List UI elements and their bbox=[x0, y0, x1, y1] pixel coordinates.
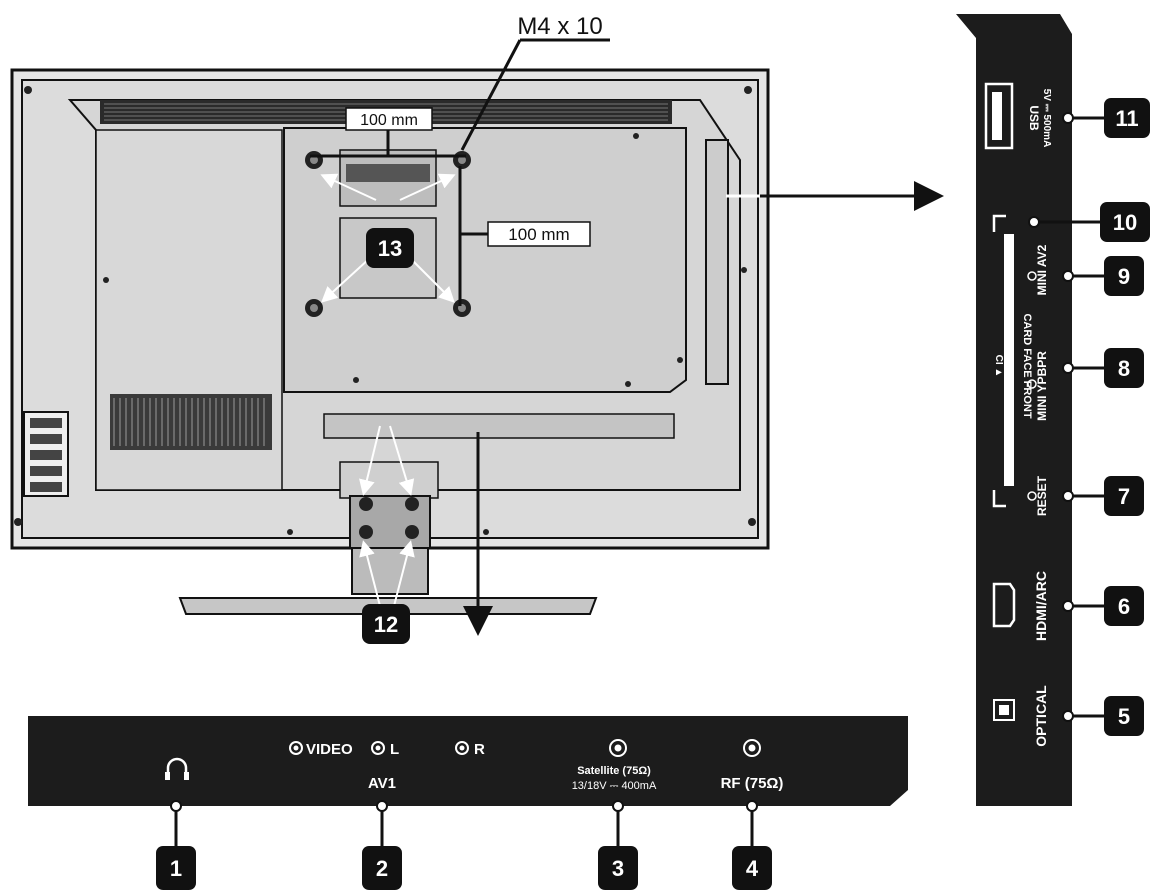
vesa-vertical-dimension: 100 mm bbox=[458, 166, 591, 306]
audio-l-jack bbox=[371, 741, 385, 755]
l-label: L bbox=[390, 741, 399, 758]
rf-label: RF (75Ω) bbox=[721, 775, 784, 792]
svg-text:11: 11 bbox=[1115, 106, 1138, 131]
tv-back-view: 100 mm 100 mm M4 x 10 bbox=[10, 13, 944, 636]
av1-label: AV1 bbox=[368, 775, 396, 792]
svg-text:1: 1 bbox=[170, 856, 182, 881]
svg-text:8: 8 bbox=[1118, 356, 1130, 381]
callout-4: 4 bbox=[732, 846, 772, 890]
satellite-power-label: 13/18V ⎓ 400mA bbox=[572, 780, 657, 792]
ci-label: CI ▲ bbox=[993, 355, 1004, 378]
callout-2: 2 bbox=[362, 846, 402, 890]
usb-power-label: 5V ⎓ 500mA bbox=[1041, 89, 1052, 148]
side-control-buttons bbox=[23, 411, 69, 497]
callout-8: 8 bbox=[1104, 348, 1144, 388]
svg-text:4: 4 bbox=[746, 856, 759, 881]
svg-text:3: 3 bbox=[612, 856, 624, 881]
bottom-connector-panel: VIDEO L R AV1 Satellite (75Ω) 13/18V ⎓ 4… bbox=[28, 716, 908, 812]
svg-text:9: 9 bbox=[1118, 264, 1130, 289]
vesa-horizontal-label: 100 mm bbox=[360, 112, 418, 129]
vesa-vertical-label: 100 mm bbox=[508, 225, 569, 244]
rf-jack bbox=[743, 739, 761, 757]
card-face-label: CARD FACE FRONT bbox=[1021, 313, 1033, 418]
optical-label: OPTICAL bbox=[1033, 685, 1049, 747]
callout-6: 6 bbox=[1104, 586, 1144, 626]
lower-vent bbox=[110, 394, 272, 450]
mini-av2-jack bbox=[1027, 271, 1037, 281]
svg-text:13: 13 bbox=[378, 236, 402, 261]
callout-10: 10 bbox=[1100, 202, 1150, 242]
vesa-horizontal-dimension: 100 mm bbox=[310, 107, 466, 158]
mini-av2-label: MINI AV2 bbox=[1035, 244, 1049, 295]
svg-text:6: 6 bbox=[1118, 594, 1130, 619]
svg-text:12: 12 bbox=[374, 612, 398, 637]
usb-port bbox=[984, 82, 1014, 150]
callout-7: 7 bbox=[1104, 476, 1144, 516]
mini-ypbpr-label: MINI YPBPR bbox=[1035, 351, 1049, 421]
side-connector-slot bbox=[705, 139, 729, 385]
headphone-jack bbox=[165, 757, 189, 780]
ci-slot-bracket bbox=[992, 214, 1006, 508]
hdmi-port bbox=[992, 582, 1016, 628]
reset-button bbox=[1027, 491, 1037, 501]
callout-5: 5 bbox=[1104, 696, 1144, 736]
mini-ypbpr-jack bbox=[1027, 379, 1037, 389]
satellite-label: Satellite (75Ω) bbox=[577, 765, 651, 777]
hdmi-label: HDMI/ARC bbox=[1033, 571, 1049, 641]
satellite-jack bbox=[609, 739, 627, 757]
screw-spec-label: M4 x 10 bbox=[517, 13, 602, 40]
optical-port bbox=[993, 699, 1015, 721]
svg-text:5: 5 bbox=[1118, 704, 1130, 729]
video-jack bbox=[289, 741, 303, 755]
svg-text:7: 7 bbox=[1118, 484, 1130, 509]
callout-1: 1 bbox=[156, 846, 196, 890]
side-connector-panel: USB 5V ⎓ 500mA CI ▲ CARD FACE FRONT MINI… bbox=[956, 14, 1074, 806]
callout-3: 3 bbox=[598, 846, 638, 890]
callout-9: 9 bbox=[1104, 256, 1144, 296]
callout-11: 11 bbox=[1104, 98, 1150, 138]
usb-label: USB bbox=[1027, 105, 1041, 131]
r-label: R bbox=[474, 741, 485, 758]
vesa-mount bbox=[305, 149, 471, 317]
audio-r-jack bbox=[455, 741, 469, 755]
svg-text:10: 10 bbox=[1113, 210, 1137, 235]
ci-card-slot bbox=[1004, 234, 1014, 486]
video-label: VIDEO bbox=[306, 741, 353, 758]
callout-13: 13 bbox=[366, 228, 414, 268]
svg-text:2: 2 bbox=[376, 856, 388, 881]
callout-12: 12 bbox=[362, 604, 410, 644]
reset-label: RESET bbox=[1035, 475, 1049, 516]
